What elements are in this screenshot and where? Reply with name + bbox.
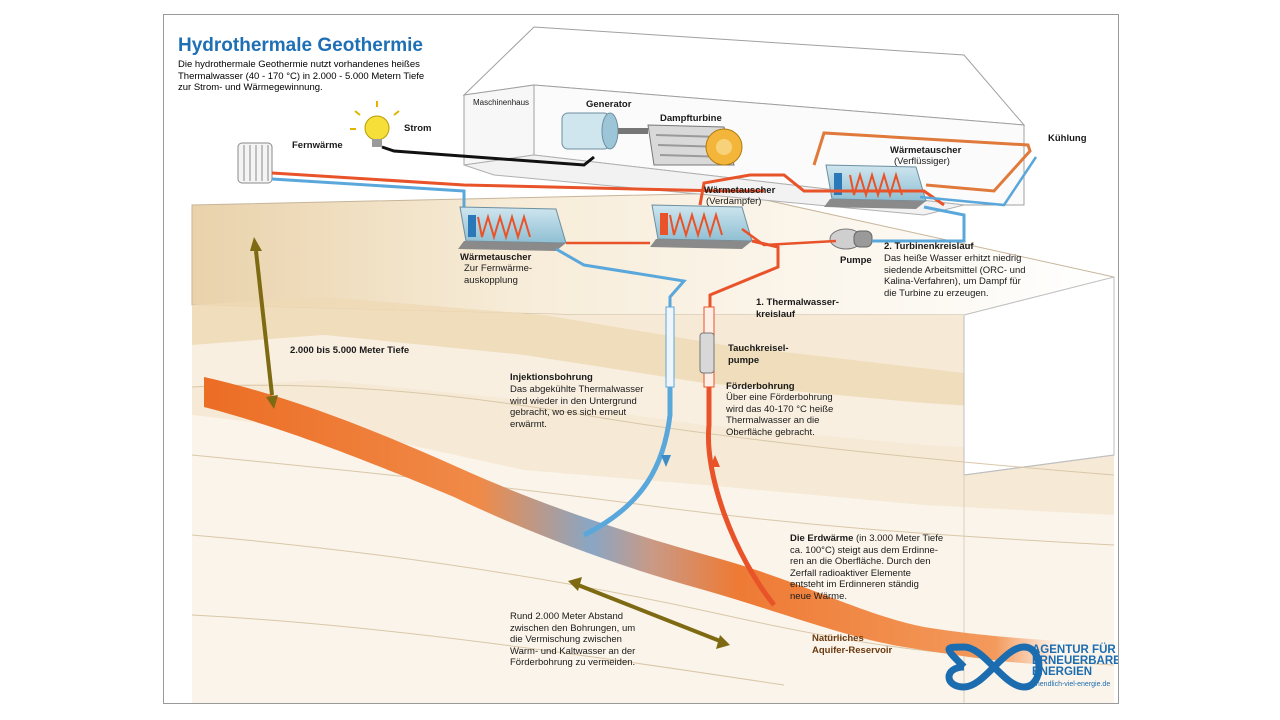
aquifer-reservoir [204,377,1064,665]
thermal-water-hot-surface [708,239,780,309]
strata-band-1 [192,297,1114,415]
label-wt-fern-title: Wärmetauscher [460,252,532,263]
label-foerder-title: Förderbohrung [726,381,795,392]
injection-well-casing [665,306,675,388]
label-strom: Strom [404,123,432,134]
label-wt-verfluessiger-title: Wärmetauscher [890,145,962,156]
turbine-circuit-hot [698,173,945,207]
label-erdwaerme-bold: Die Erdwärme [790,533,854,544]
depth-arrow [250,237,278,409]
label-wt-verfluessiger-sub: (Verflüssiger) [894,156,950,167]
label-injektion-title: Injektionsbohrung [510,372,593,383]
turbine-circuit-cold [872,205,966,243]
label-kuehlung: Kühlung [1048,133,1087,144]
steam-turbine-icon [647,124,743,166]
label-dampfturbine: Dampfturbine [660,113,722,124]
lightbulb-icon [350,101,400,147]
label-turbinenkreislauf-text: Das heiße Wasser erhitzt niedrig siedend… [884,253,1026,299]
label-abstand: Rund 2.000 Meter Abstand zwischen den Bo… [510,611,636,668]
label-turbinenkreislauf-title: 2. Turbinenkreislauf [884,241,974,252]
logo-name: AGENTUR FÜR ERNEUERBARE ENERGIEN [1032,644,1119,678]
heat-exchanger-district [458,206,567,251]
label-wt-fern-sub: Zur Fernwärme- auskopplung [464,263,533,286]
injection-well [582,387,673,538]
label-injektion-text: Das abgekühlte Thermalwasser wird wieder… [510,384,644,430]
label-thermalwasserkreislauf: 1. Thermalwasser- kreislauf [756,297,839,320]
label-wt-verdampfer-sub: (Verdampfer) [706,196,762,207]
infinity-logo-icon [945,643,1043,691]
geothermal-illustration [191,26,1115,703]
pump-icon [829,228,873,250]
generator-icon [561,112,648,150]
label-erdwaerme: Die Erdwärme (in 3.000 Meter Tiefe ca. 1… [790,533,970,602]
thermal-water-cold-surface [555,247,687,309]
strata-band-2 [192,335,1114,455]
logo-url: unendlich-viel-energie.de [1032,681,1111,688]
label-wt-verdampfer-title: Wärmetauscher [704,185,776,196]
diagram-frame: Hydrothermale Geothermie Die hydrotherma… [163,14,1119,704]
label-aquifer: Natürliches Aquifer-Reservoir [812,633,893,656]
cooling-pipe-cold [919,156,1038,207]
label-maschinenhaus: Maschinenhaus [473,98,530,107]
label-pumpe: Pumpe [840,255,872,266]
page-title: Hydrothermale Geothermie [178,35,423,56]
injection-arrow [661,455,671,467]
label-fernwaerme: Fernwärme [292,140,343,151]
label-generator: Generator [586,99,632,110]
spacing-arrow [568,577,730,649]
intro-text: Die hydrothermale Geothermie nutzt vorha… [178,59,425,93]
production-arrow [710,455,720,467]
label-foerder-text: Über eine Förderbohrung wird das 40-170 … [726,392,834,438]
radiator-icon [237,142,273,184]
label-erdwaerme-text: (in 3.000 Meter Tiefe ca. 100°C) steigt … [790,533,944,602]
submersible-pump [699,332,715,374]
heat-exchanger-condenser [824,164,927,209]
power-cable [381,145,595,167]
heat-exchanger-evaporator [650,204,753,249]
label-tiefe: 2.000 bis 5.000 Meter Tiefe [290,345,410,356]
cooling-pipe-hot [812,131,1032,193]
district-heating-pipe-warm [271,171,764,193]
label-tauchkreiselpumpe: Tauchkreisel- pumpe [728,343,789,366]
production-well [705,387,776,607]
